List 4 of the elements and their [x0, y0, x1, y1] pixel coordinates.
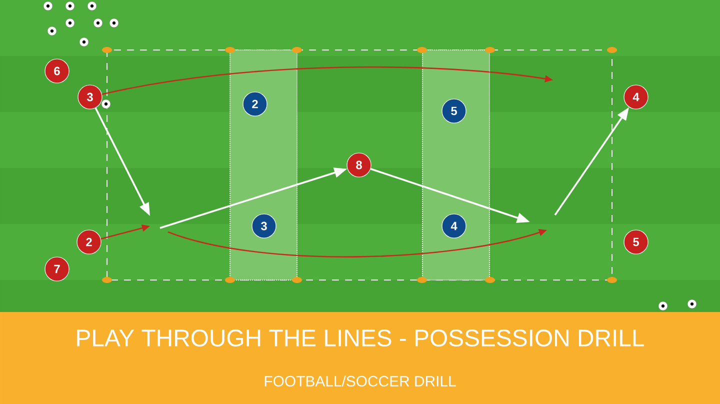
subtitle: FOOTBALL/SOCCER DRILL — [264, 376, 456, 386]
zone-band — [422, 50, 490, 280]
title: PLAY THROUGH THE LINES - POSSESSION DRILL — [77, 330, 644, 346]
zone-band — [230, 50, 298, 280]
